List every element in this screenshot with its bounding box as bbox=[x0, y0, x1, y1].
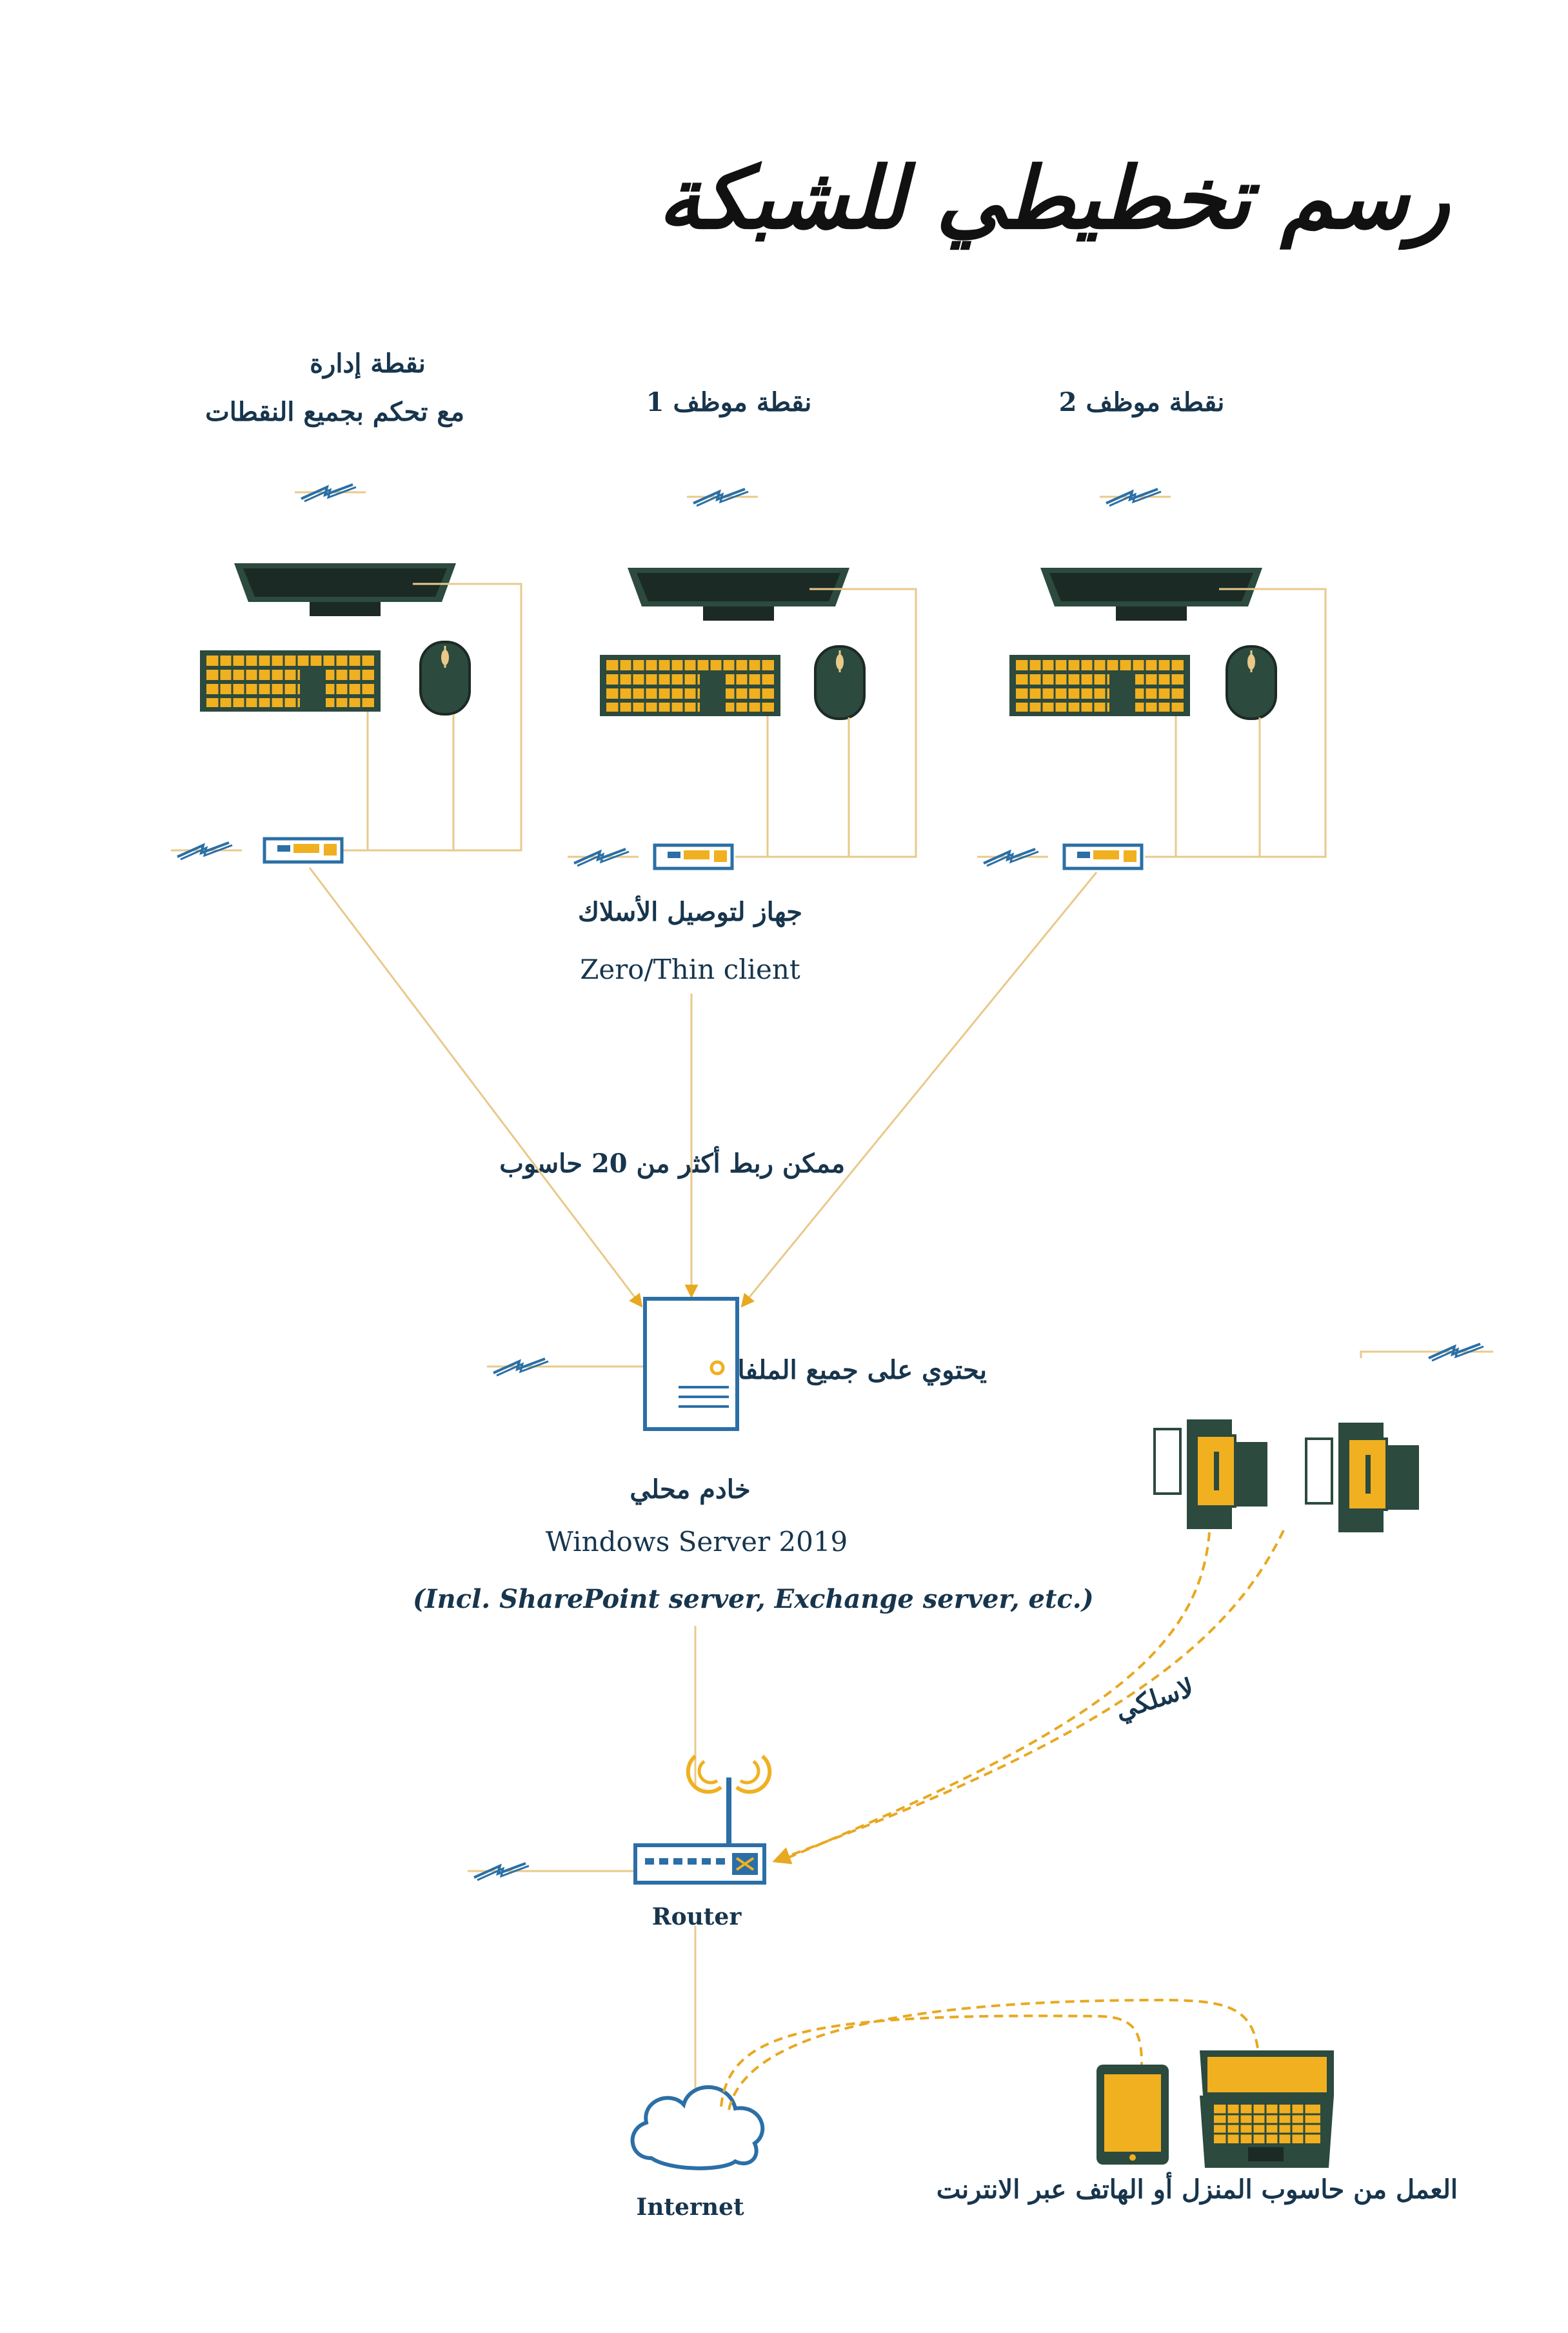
wireless-icon bbox=[170, 841, 243, 861]
thin-client-icon bbox=[1064, 845, 1142, 868]
server-label-ar: خادم محلي bbox=[630, 1474, 751, 1505]
wireless-icon bbox=[293, 483, 367, 503]
connect-note: ممكن ربط أكثر من 20 حاسوب bbox=[499, 1148, 845, 1179]
employee1-workstation bbox=[566, 488, 917, 868]
mouse-icon bbox=[1226, 645, 1277, 720]
station-admin-label-2: مع تحكم بجميع النقطات bbox=[205, 397, 464, 427]
keyboard-icon bbox=[199, 649, 382, 713]
cloud-icon bbox=[630, 2085, 765, 2170]
internet-label: Internet bbox=[636, 2194, 744, 2221]
mouse-icon bbox=[814, 645, 866, 720]
wireless-icon bbox=[1421, 1343, 1494, 1362]
router-label: Router bbox=[651, 1903, 742, 1930]
local-server bbox=[486, 1297, 739, 1431]
remote-work-label: العمل من حاسوب المنزل أو الهاتف عبر الان… bbox=[936, 2174, 1458, 2205]
wireless-icon bbox=[566, 848, 640, 867]
admin-workstation bbox=[170, 483, 522, 862]
wireless-icon bbox=[686, 488, 759, 507]
printer-icon bbox=[1153, 1419, 1267, 1529]
thin-client-label-en: Zero/Thin client bbox=[580, 954, 800, 985]
monitor-icon bbox=[628, 568, 849, 621]
station-admin-label-1: نقطة إدارة bbox=[310, 348, 426, 379]
server-note: يحتوي على جميع الملفات bbox=[713, 1355, 987, 1385]
thin-client-icon bbox=[655, 845, 732, 868]
server-includes-label: (Incl. SharePoint server, Exchange serve… bbox=[413, 1584, 1094, 1614]
keyboard-icon bbox=[1008, 654, 1191, 717]
station-employee2-label: نقطة موظف 2 bbox=[1058, 387, 1225, 417]
wireless-icon bbox=[486, 1357, 559, 1377]
server-os-label: Windows Server 2019 bbox=[545, 1526, 848, 1557]
tablet-icon bbox=[1097, 2065, 1169, 2165]
printer-icon bbox=[1305, 1423, 1419, 1532]
keyboard-icon bbox=[599, 654, 782, 717]
laptop-icon bbox=[1200, 2050, 1334, 2168]
printers bbox=[1153, 1343, 1494, 1532]
thin-client-icon bbox=[264, 839, 342, 862]
monitor-icon bbox=[234, 563, 456, 616]
wireless-icon bbox=[976, 848, 1049, 867]
mouse-icon bbox=[419, 641, 471, 716]
employee2-workstation bbox=[976, 488, 1327, 868]
router bbox=[466, 1754, 772, 1885]
station-employee1-label: نقطة موظف 1 bbox=[646, 387, 812, 417]
thin-client-label-ar: جهاز لتوصيل الأسلاك bbox=[577, 897, 803, 927]
wireless-icon bbox=[1098, 488, 1172, 507]
wireless-icon bbox=[466, 1862, 540, 1881]
router-icon bbox=[633, 1754, 772, 1885]
monitor-icon bbox=[1040, 568, 1262, 621]
